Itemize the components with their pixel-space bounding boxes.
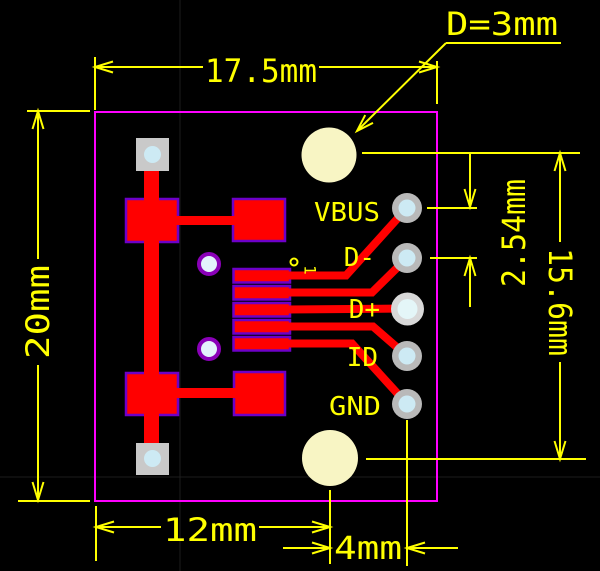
mount-pads bbox=[136, 138, 169, 475]
trace-vbus bbox=[287, 205, 410, 280]
usb-pin-pad-5 bbox=[232, 335, 292, 352]
copper-layer bbox=[124, 155, 410, 458]
via-top bbox=[197, 252, 221, 276]
pad-label-gnd: GND bbox=[329, 392, 381, 422]
mount-hole-3mm-bottom bbox=[302, 430, 358, 486]
pad-d-minus-hole bbox=[398, 249, 416, 267]
pad-labels: VBUS D- D+ ID GND bbox=[314, 198, 381, 422]
through-hole-pads bbox=[391, 193, 424, 419]
pad-label-d-minus: D- bbox=[344, 243, 375, 273]
dimension-graphics bbox=[18, 42, 586, 566]
pin1-marker-label: 1 bbox=[301, 265, 320, 275]
pin1-dot-icon bbox=[289, 257, 299, 267]
dimension-pad-row-span-label: 15.6mm bbox=[541, 248, 579, 356]
usb-shell-pad-bottom-right bbox=[232, 370, 287, 417]
usb-shell-pad-top-right bbox=[231, 197, 287, 243]
usb-pin-pad-3 bbox=[232, 301, 292, 318]
trace-gnd bbox=[287, 339, 410, 407]
dimension-drill-diameter-label: D=3mm bbox=[446, 5, 558, 43]
trace-d-minus bbox=[287, 255, 410, 297]
dimension-board-width-label: 17.5mm bbox=[205, 52, 317, 90]
trace-id bbox=[287, 322, 410, 360]
mount-hole-3mm-top bbox=[301, 127, 357, 183]
usb-pin-pad-4 bbox=[232, 318, 292, 335]
pad-d-plus-hole bbox=[397, 299, 418, 319]
dimension-mount-offset-label: 12mm bbox=[163, 511, 257, 549]
usb-pin-pad-2 bbox=[232, 284, 292, 301]
pad-label-d-plus: D+ bbox=[349, 295, 380, 325]
trace-d-plus bbox=[286, 304, 408, 314]
pad-gnd-hole bbox=[398, 395, 416, 413]
dimension-gnd-offset-label: 4mm bbox=[334, 529, 402, 567]
pad-vbus-hole bbox=[398, 199, 416, 217]
usb-pin-pad-1 bbox=[232, 267, 292, 284]
pad-label-id: ID bbox=[347, 343, 378, 373]
pad-id-hole bbox=[398, 347, 416, 365]
dimension-pin-pitch-label: 2.54mm bbox=[495, 179, 533, 287]
mount-pad-top-hole bbox=[144, 146, 161, 163]
mount-pad-bottom-hole bbox=[144, 450, 161, 467]
board-outline bbox=[94, 111, 438, 502]
dimension-board-height-label: 20mm bbox=[19, 265, 57, 359]
pad-label-vbus: VBUS bbox=[314, 198, 380, 228]
via-bottom bbox=[197, 337, 221, 361]
